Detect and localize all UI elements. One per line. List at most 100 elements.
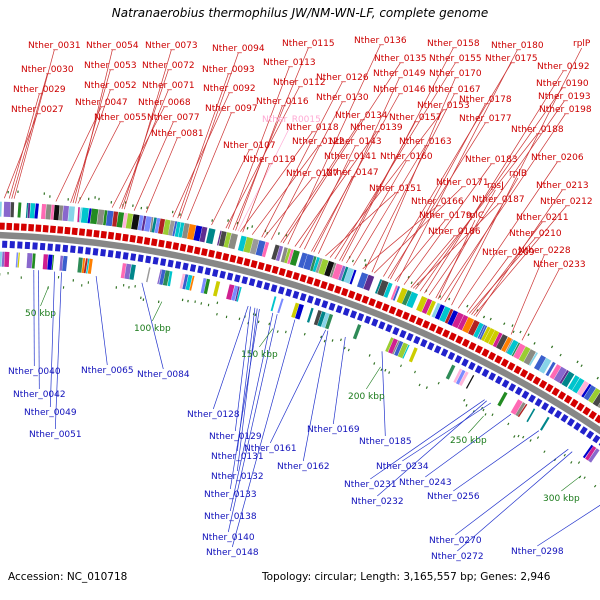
gene-label-plus-strand[interactable]: Nther_0171 <box>436 178 489 188</box>
gene-label-plus-strand[interactable]: Nther_0158 <box>427 39 480 49</box>
gene-label-plus-strand[interactable]: Nther_0163 <box>399 137 452 147</box>
gene-label-plus-strand[interactable]: Nther_0107 <box>223 141 276 151</box>
gene-label-plus-strand[interactable]: Nther_0135 <box>374 54 427 64</box>
gene-label-minus-strand[interactable]: Nther_0185 <box>359 437 412 447</box>
gene-label-plus-strand[interactable]: Nther_0077 <box>147 113 200 123</box>
gene-label-plus-strand[interactable]: Nther_0192 <box>537 62 590 72</box>
gene-label-plus-strand[interactable]: Nther_0027 <box>11 105 64 115</box>
gene-label-plus-strand[interactable]: Nther_0178 <box>459 95 512 105</box>
gene-label-plus-strand[interactable]: Nther_0153 <box>417 101 470 111</box>
gene-label-plus-strand[interactable]: Nther_0179 <box>419 211 472 221</box>
gene-label-plus-strand[interactable]: Nther_0149 <box>373 69 426 79</box>
gene-label-plus-strand[interactable]: Nther_0157 <box>389 113 442 123</box>
gene-label-plus-strand[interactable]: Nther_0210 <box>509 229 562 239</box>
gene-label-plus-strand[interactable]: Nther_0093 <box>202 65 255 75</box>
gene-label-minus-strand[interactable]: Nther_0148 <box>206 548 259 558</box>
gene-label-plus-strand[interactable]: Nther_0147 <box>326 168 379 178</box>
gene-label-plus-strand[interactable]: Nther_0146 <box>373 85 426 95</box>
gene-label-minus-strand[interactable]: Nther_0128 <box>187 410 240 420</box>
gene-label-plus-strand[interactable]: Nther_0092 <box>203 84 256 94</box>
gene-label-plus-strand[interactable]: Nther_0211 <box>516 213 569 223</box>
gene-label-plus-strand[interactable]: Nther_0031 <box>28 41 81 51</box>
gene-label-plus-strand[interactable]: Nther_0113 <box>263 58 316 68</box>
gene-label-plus-strand[interactable]: Nther_0136 <box>354 36 407 46</box>
gene-label-plus-strand[interactable]: Nther_0047 <box>75 98 128 108</box>
gene-label-plus-strand[interactable]: Nther_0072 <box>142 61 195 71</box>
gene-label-plus-strand[interactable]: Nther_0053 <box>84 61 137 71</box>
gene-label-plus-strand[interactable]: rplB <box>509 169 527 179</box>
gene-label-minus-strand[interactable]: Nther_0051 <box>29 430 82 440</box>
gene-label-plus-strand[interactable]: rplP <box>573 39 591 49</box>
gene-label-plus-strand[interactable]: Nther_0127 <box>286 169 339 179</box>
gene-label-plus-strand[interactable]: Nther_0170 <box>429 69 482 79</box>
gene-label-minus-strand[interactable]: Nther_0133 <box>204 490 257 500</box>
gene-label-plus-strand[interactable]: rpsJ <box>487 181 504 191</box>
gene-label-plus-strand[interactable]: Nther_0081 <box>151 129 204 139</box>
gene-label-plus-strand[interactable]: Nther_0122 <box>292 137 345 147</box>
gene-label-plus-strand[interactable]: Nther_0187 <box>472 195 525 205</box>
gene-label-minus-strand[interactable]: Nther_0138 <box>204 512 257 522</box>
gene-label-plus-strand[interactable]: Nther_0052 <box>84 81 137 91</box>
gene-label-plus-strand[interactable]: rplC <box>466 211 484 221</box>
gene-label-minus-strand[interactable]: Nther_0256 <box>427 492 480 502</box>
gene-label-minus-strand[interactable]: Nther_0243 <box>399 478 452 488</box>
gene-label-plus-strand[interactable]: Nther_0071 <box>142 81 195 91</box>
gene-label-plus-strand[interactable]: Nther_0068 <box>138 98 191 108</box>
gene-label-plus-strand[interactable]: Nther_0228 <box>518 246 571 256</box>
gene-label-minus-strand[interactable]: Nther_0132 <box>211 472 264 482</box>
gene-label-plus-strand[interactable]: Nther_0151 <box>369 184 422 194</box>
gene-label-plus-strand[interactable]: Nther_0126 <box>316 73 369 83</box>
gene-label-minus-strand[interactable]: Nther_0270 <box>429 536 482 546</box>
gene-label-plus-strand[interactable]: Nther_0180 <box>491 41 544 51</box>
gene-label-plus-strand[interactable]: Nther_0160 <box>380 152 433 162</box>
gene-label-plus-strand[interactable]: Nther_0097 <box>205 104 258 114</box>
gene-label-plus-strand[interactable]: Nther_0155 <box>429 54 482 64</box>
gene-label-plus-strand[interactable]: Nther_0212 <box>540 197 593 207</box>
gene-label-minus-strand[interactable]: Nther_0049 <box>24 408 77 418</box>
gene-label-minus-strand[interactable]: Nther_0272 <box>431 552 484 562</box>
gene-label-plus-strand[interactable]: Nther_R0015 <box>262 115 321 125</box>
gene-label-plus-strand[interactable]: Nther_0055 <box>94 113 147 123</box>
gene-label-minus-strand[interactable]: Nther_0231 <box>344 480 397 490</box>
gene-label-plus-strand[interactable]: Nther_0193 <box>538 92 591 102</box>
gene-label-minus-strand[interactable]: Nther_0084 <box>137 370 190 380</box>
gene-label-plus-strand[interactable]: Nther_0139 <box>350 123 403 133</box>
gene-label-minus-strand[interactable]: Nther_0042 <box>13 390 66 400</box>
gene-label-minus-strand[interactable]: Nther_0140 <box>202 533 255 543</box>
gene-label-plus-strand[interactable]: Nther_0030 <box>21 65 74 75</box>
gene-label-plus-strand[interactable]: Nther_0213 <box>536 181 589 191</box>
gene-label-plus-strand[interactable]: Nther_0115 <box>282 39 335 49</box>
gene-label-plus-strand[interactable]: Nther_0198 <box>539 105 592 115</box>
gene-label-minus-strand[interactable]: Nther_0129 <box>209 432 262 442</box>
gene-label-plus-strand[interactable]: Nther_0029 <box>13 85 66 95</box>
gene-label-plus-strand[interactable]: Nther_0233 <box>533 260 586 270</box>
gene-label-plus-strand[interactable]: Nther_0186 <box>428 227 481 237</box>
gene-label-plus-strand[interactable]: Nther_0167 <box>428 85 481 95</box>
gene-label-plus-strand[interactable]: Nther_0190 <box>536 79 589 89</box>
gene-label-plus-strand[interactable]: Nther_0119 <box>243 155 296 165</box>
gene-label-plus-strand[interactable]: Nther_0209 <box>482 248 535 258</box>
gene-label-minus-strand[interactable]: Nther_0131 <box>211 452 264 462</box>
gene-label-minus-strand[interactable]: Nther_0040 <box>8 367 61 377</box>
gene-label-minus-strand[interactable]: Nther_0169 <box>307 425 360 435</box>
gene-label-plus-strand[interactable]: Nther_0183 <box>465 155 518 165</box>
gene-label-plus-strand[interactable]: Nther_0188 <box>511 125 564 135</box>
gene-label-plus-strand[interactable]: Nther_0175 <box>485 54 538 64</box>
gene-label-minus-strand[interactable]: Nther_0065 <box>81 366 134 376</box>
gene-label-plus-strand[interactable]: Nther_0177 <box>459 114 512 124</box>
gene-label-minus-strand[interactable]: Nther_0161 <box>244 444 297 454</box>
gene-label-plus-strand[interactable]: Nther_0094 <box>212 44 265 54</box>
gene-label-plus-strand[interactable]: Nther_0130 <box>316 93 369 103</box>
gene-label-plus-strand[interactable]: Nther_0112 <box>273 78 326 88</box>
gene-label-plus-strand[interactable]: Nther_0073 <box>145 41 198 51</box>
gene-label-minus-strand[interactable]: Nther_0234 <box>376 462 429 472</box>
gene-label-plus-strand[interactable]: Nther_0054 <box>86 41 139 51</box>
gene-label-plus-strand[interactable]: Nther_0134 <box>335 111 388 121</box>
gene-label-minus-strand[interactable]: Nther_0232 <box>351 497 404 507</box>
gene-label-plus-strand[interactable]: Nther_0166 <box>411 197 464 207</box>
gene-label-plus-strand[interactable]: Nther_0143 <box>329 137 382 147</box>
gene-label-plus-strand[interactable]: Nther_0118 <box>286 123 339 133</box>
gene-label-plus-strand[interactable]: Nther_0206 <box>531 153 584 163</box>
gene-label-plus-strand[interactable]: Nther_0141 <box>324 152 377 162</box>
gene-label-minus-strand[interactable]: Nther_0298 <box>511 547 564 557</box>
